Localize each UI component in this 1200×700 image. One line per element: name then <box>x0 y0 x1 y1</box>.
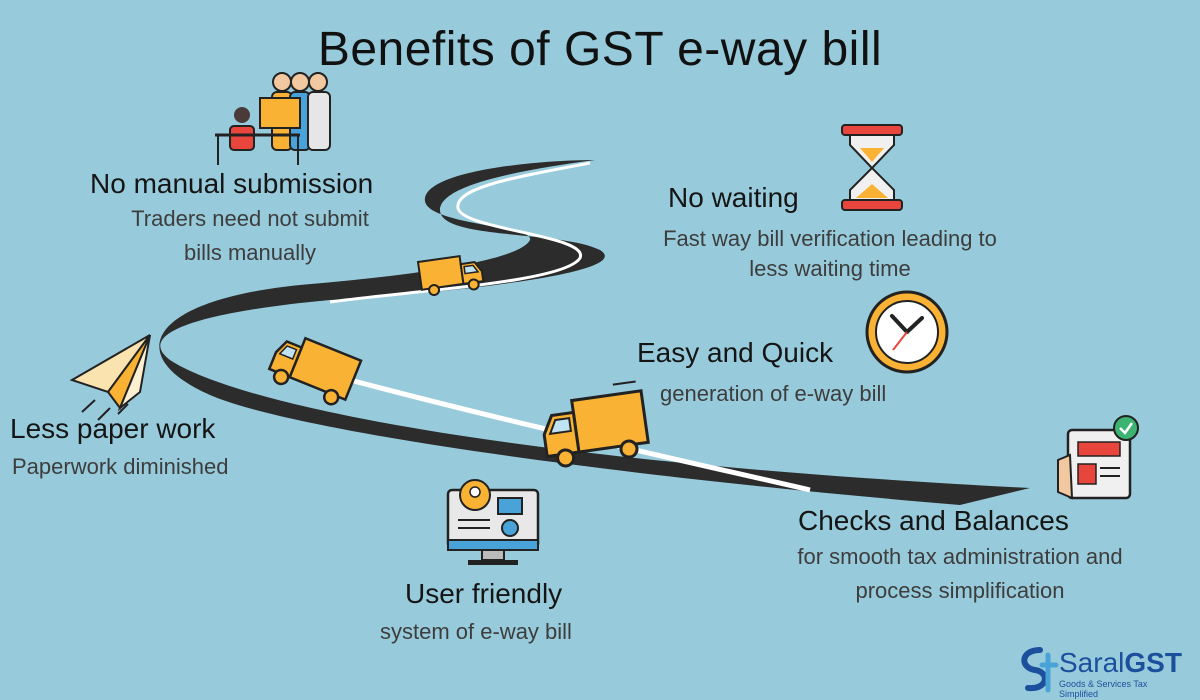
saral-logo-mark <box>1021 647 1059 693</box>
middle-truck <box>267 336 363 406</box>
checks-line1: for smooth tax administration and <box>797 544 1123 569</box>
less-paper-line1: Paperwork diminished <box>12 454 229 479</box>
office-team-icon <box>215 72 331 165</box>
no-waiting-line2: less waiting time <box>749 256 911 281</box>
hourglass-icon <box>841 124 903 211</box>
user-friendly-heading: User friendly <box>405 578 563 609</box>
easy-quick-line1: generation of e-way bill <box>660 381 887 406</box>
no-waiting-line1: Fast way bill verification leading to <box>663 226 997 251</box>
checks-line2: process simplification <box>855 578 1065 603</box>
less-paper-heading: Less paper work <box>10 413 216 444</box>
front-truck <box>542 380 650 468</box>
no-manual-heading: No manual submission <box>90 168 374 199</box>
page-title: Benefits of GST e-way bill <box>317 23 883 76</box>
monitor-profile-icon <box>446 479 540 565</box>
checks-heading: Checks and Balances <box>798 505 1069 536</box>
user-friendly-line1: system of e-way bill <box>380 619 572 644</box>
document-check-icon <box>1057 415 1139 500</box>
no-manual-line2: bills manually <box>183 240 317 265</box>
logo-prefix: Saral <box>1059 647 1125 678</box>
saral-gst-logo: SaralGST Goods & Services Tax Simplified <box>1015 645 1185 699</box>
no-manual-line1: Traders need not submit <box>131 206 369 231</box>
clock-icon <box>865 290 949 374</box>
easy-quick-heading: Easy and Quick <box>637 337 834 368</box>
logo-wordmark: SaralGST <box>1059 647 1182 679</box>
small-truck <box>416 255 485 297</box>
logo-brand: GST <box>1124 647 1182 678</box>
no-waiting-heading: No waiting <box>668 182 799 213</box>
logo-tagline: Goods & Services Tax Simplified <box>1059 679 1148 699</box>
paper-plane-icon <box>69 334 151 421</box>
